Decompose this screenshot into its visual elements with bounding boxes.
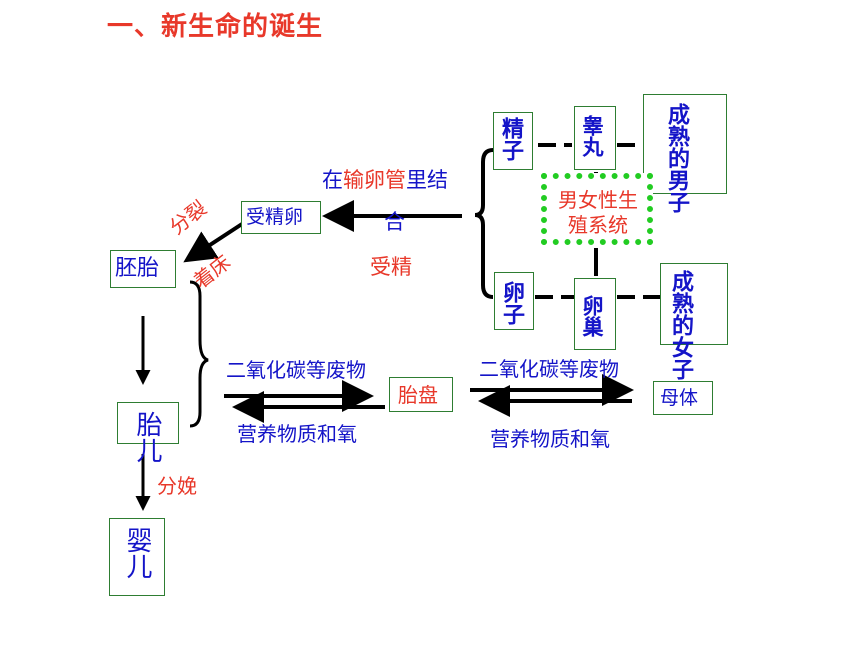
infant-box: 婴儿 — [109, 518, 165, 596]
fertilized-egg-label: 受精卵 — [246, 206, 304, 228]
embryo-box: 胚胎 — [110, 250, 176, 288]
union-brace — [474, 148, 494, 299]
reproductive-system-box: 男女性生殖系统 — [541, 173, 653, 245]
fertilization-union-label: 合 — [384, 210, 405, 234]
waste-label-right: 二氧化碳等废物 — [479, 357, 619, 381]
ovary-box: 卵巢 — [574, 278, 616, 350]
fertilization-label: 受精 — [370, 255, 412, 279]
infant-label: 婴儿 — [122, 527, 152, 579]
mother-label: 母体 — [660, 387, 699, 409]
egg-label: 卵子 — [499, 281, 524, 325]
fertilized-egg-box: 受精卵 — [241, 201, 321, 234]
reproductive-system-label: 男女性生殖系统 — [558, 188, 638, 237]
sperm-label: 精子 — [498, 117, 523, 161]
testis-box: 睾丸 — [574, 106, 616, 170]
sperm-box: 精子 — [493, 112, 533, 170]
waste-label-left: 二氧化碳等废物 — [226, 358, 366, 382]
ovary-label: 卵巢 — [580, 295, 604, 337]
mature-female-box: 成熟的女子 — [660, 263, 728, 380]
egg-box: 卵子 — [494, 272, 534, 330]
placenta-label: 胎盘 — [398, 383, 438, 407]
mature-male-box: 成熟的男子 — [643, 94, 727, 213]
mature-male-label: 成熟的男子 — [664, 103, 689, 213]
fertilization-location-label: 在输卵管里结 — [322, 168, 448, 192]
placenta-box: 胎盘 — [389, 377, 453, 412]
mother-box: 母体 — [653, 381, 713, 415]
fetus-label: 胎儿 — [132, 411, 162, 463]
testis-label: 睾丸 — [580, 115, 604, 157]
fetus-box: 胎儿 — [117, 402, 179, 463]
nutrients-label-right: 营养物质和氧 — [490, 427, 610, 451]
division-arrow — [183, 222, 244, 263]
development-brace — [189, 280, 209, 428]
mature-female-label: 成熟的女子 — [668, 270, 693, 380]
nutrients-label-left: 营养物质和氧 — [237, 422, 357, 446]
birth-label: 分娩 — [157, 474, 197, 498]
embryo-label: 胚胎 — [115, 256, 160, 281]
page-title: 一、新生命的诞生 — [107, 12, 324, 42]
